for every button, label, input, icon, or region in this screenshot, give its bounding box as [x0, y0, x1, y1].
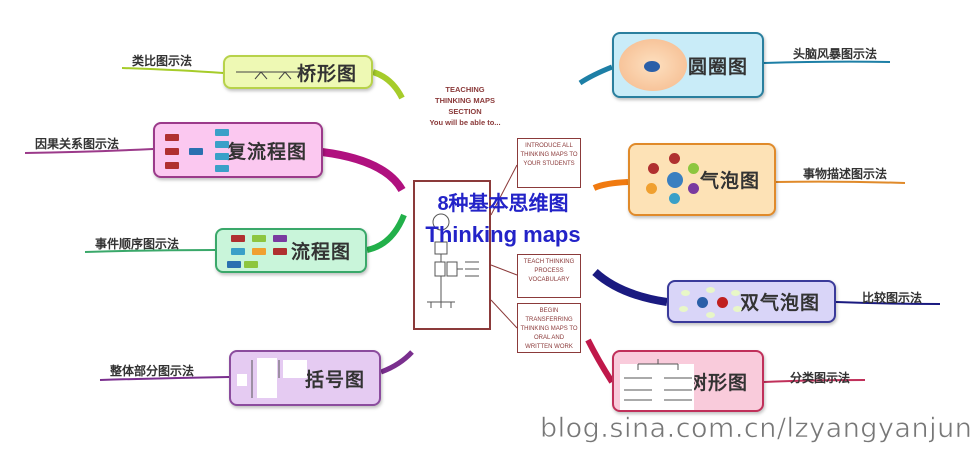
node-title: 括号图 [304, 368, 365, 391]
heading-line: THINKING MAPS [435, 96, 495, 105]
objective-box: BEGIN TRANSFERRING THINKING MAPS TO ORAL… [517, 303, 581, 353]
heading-line: You will be able to... [429, 118, 501, 127]
center-title-cn: 8种基本思维图 [437, 193, 569, 215]
label-line-bridge [121, 67, 224, 74]
brace-map-thumbnail [237, 358, 307, 398]
heading-line: TEACHING [445, 85, 485, 94]
node-title: 桥形图 [296, 62, 357, 85]
node-label: 类比图示法 [132, 54, 193, 68]
branch-flow [366, 213, 407, 253]
label-line-flow [84, 249, 216, 253]
node-title: 复流程图 [226, 140, 307, 163]
branch-multiflow [321, 148, 406, 193]
connector-objective-1 [490, 164, 518, 216]
branch-bubble [592, 179, 629, 191]
node-label: 分类图示法 [790, 371, 851, 385]
node-brace-map[interactable]: 括号图 [229, 350, 381, 406]
node-double-bubble-map[interactable]: 双气泡图 [667, 280, 836, 323]
node-title: 气泡图 [699, 170, 760, 192]
center-diagram-icon [427, 213, 479, 308]
center-title-en: Thinking maps [425, 222, 581, 247]
objective-box: TEACH THINKING PROCESS VOCABULARY [517, 254, 581, 298]
label-line-brace [99, 376, 230, 381]
branch-bridge [371, 69, 405, 100]
node-title: 流程图 [290, 241, 351, 263]
label-line-tree [763, 379, 866, 383]
node-label: 头脑风暴图示法 [793, 47, 878, 61]
label-line-double-bubble [835, 301, 941, 305]
node-title: 圆圈图 [687, 55, 748, 78]
branch-double-bubble [592, 268, 668, 306]
node-flow-map[interactable]: 流程图 [215, 228, 367, 273]
center-node[interactable] [413, 180, 491, 330]
connector-objective-3 [490, 299, 518, 329]
watermark: blog.sina.com.cn/lzyangyanjun [540, 413, 971, 445]
node-label: 事件顺序图示法 [95, 237, 180, 251]
objective-box: INTRODUCE ALL THINKING MAPS TO YOUR STUD… [517, 138, 581, 188]
branch-tree [585, 338, 615, 384]
node-bubble-map[interactable]: 气泡图 [628, 143, 776, 216]
node-label: 整体部分图示法 [110, 364, 195, 378]
node-title: 树形图 [687, 371, 748, 394]
node-circle-map[interactable]: 圆圈图 [612, 32, 764, 98]
branch-brace [380, 350, 414, 375]
heading-line: SECTION [448, 107, 482, 116]
node-tree-map[interactable]: 树形图 [612, 350, 764, 412]
branch-circle [578, 64, 613, 86]
label-line-multiflow [24, 148, 154, 154]
tree-map-thumbnail [620, 359, 694, 410]
teaching-heading: TEACHING THINKING MAPS SECTION You will … [415, 84, 515, 128]
node-label: 事物描述图示法 [803, 167, 888, 181]
node-label: 因果关系图示法 [35, 137, 120, 151]
node-bridge-map[interactable]: 桥形图 [223, 55, 373, 89]
bridge-map-thumbnail [236, 71, 303, 80]
connector-objective-2 [490, 264, 518, 276]
label-line-bubble [775, 180, 906, 184]
label-line-circle [763, 60, 891, 64]
node-label: 比较图示法 [862, 291, 923, 305]
node-title: 双气泡图 [739, 292, 820, 314]
node-multi-flow-map[interactable]: 复流程图 [153, 122, 323, 178]
